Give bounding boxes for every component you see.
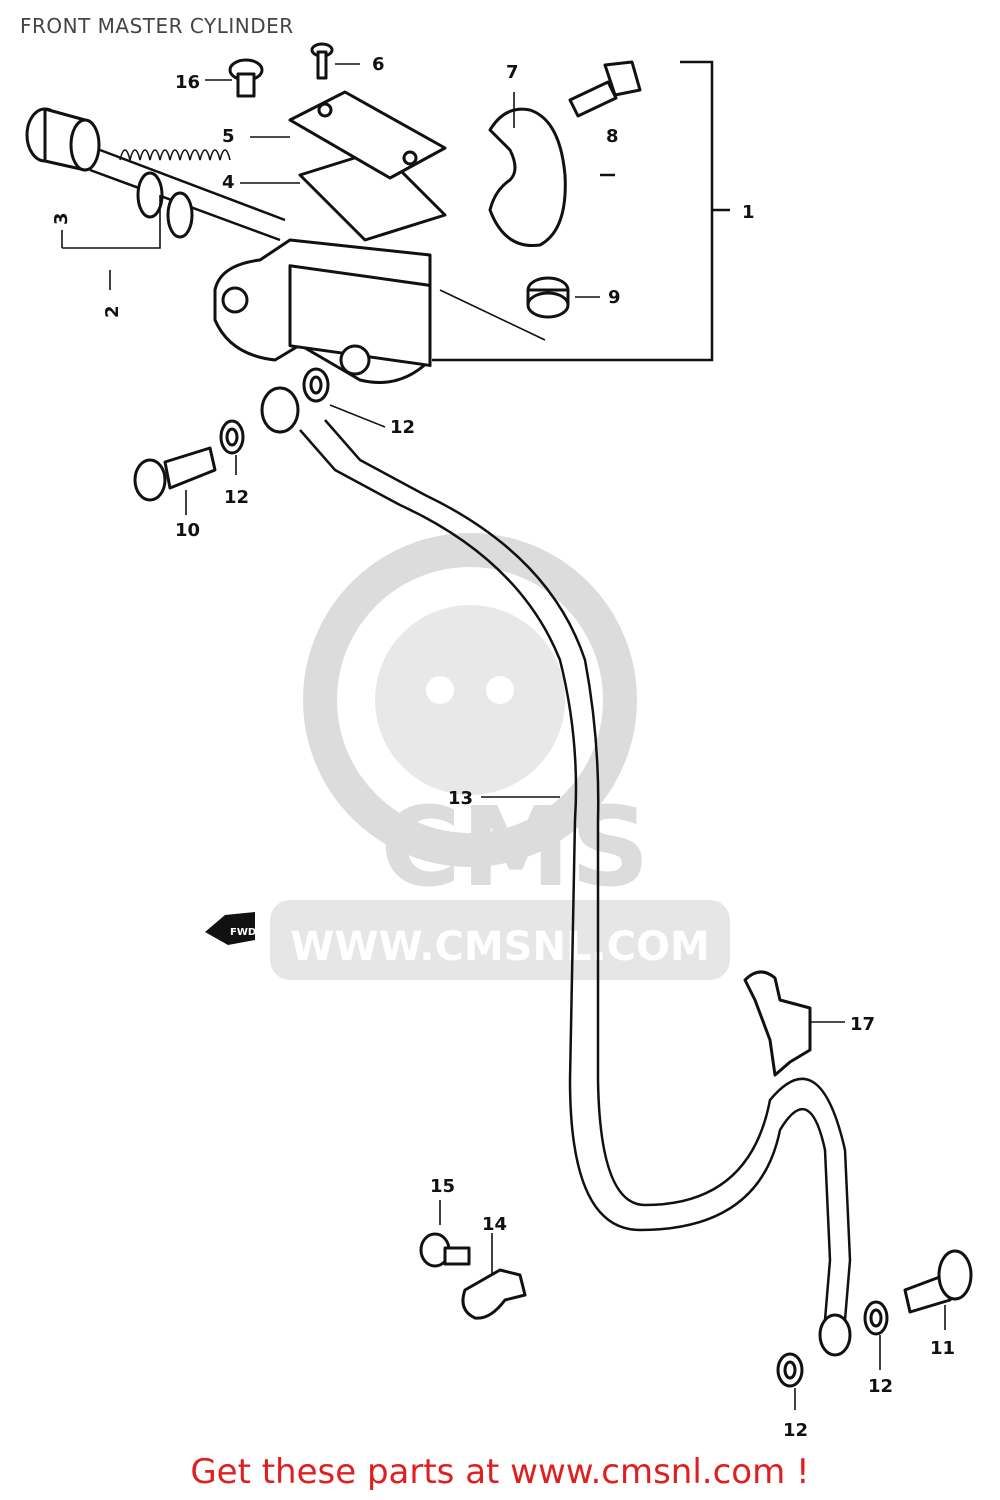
plug-16 — [228, 58, 264, 98]
page-title: FRONT MASTER CYLINDER — [20, 14, 294, 38]
gasket-12-lower-a — [863, 1300, 889, 1336]
watermark-brand: CMS — [380, 783, 649, 911]
gasket-12-lower-b — [776, 1352, 804, 1388]
callout-15: 15 — [430, 1176, 455, 1197]
holder-7 — [488, 107, 567, 248]
piston-assembly — [25, 107, 286, 242]
cap-screw-6 — [310, 42, 334, 80]
reservoir-cap — [288, 90, 447, 180]
callout-5: 5 — [222, 126, 235, 147]
callout-12-b: 12 — [224, 487, 249, 508]
callout-7: 7 — [506, 62, 519, 83]
nut-9 — [526, 276, 570, 319]
leader-lines — [61, 63, 946, 1410]
callout-12-a: 12 — [390, 417, 415, 438]
direction-marker: FWD — [230, 927, 256, 938]
callout-17: 17 — [850, 1014, 875, 1035]
callout-1: 1 — [742, 202, 755, 223]
callout-13: 13 — [448, 788, 473, 809]
callout-14: 14 — [482, 1214, 507, 1235]
watermark: CMS WWW.CMSNL.COM — [270, 533, 730, 980]
watermark-url: WWW.CMSNL.COM — [290, 924, 710, 970]
brake-hose-13 — [260, 386, 852, 1357]
footer-link[interactable]: Get these parts at www.cmsnl.com ! — [190, 1452, 810, 1492]
master-cylinder-body — [213, 238, 432, 384]
clamp-bolt-15 — [419, 1232, 471, 1268]
forward-arrow-icon: FWD — [205, 912, 256, 945]
union-bolt-10 — [133, 446, 217, 502]
callout-11: 11 — [930, 1338, 955, 1359]
union-bolt-11 — [903, 1249, 973, 1314]
holder-bolt-8 — [568, 60, 642, 118]
callout-4: 4 — [222, 172, 235, 193]
clamp-14 — [461, 1268, 527, 1320]
callout-8: 8 — [606, 126, 619, 147]
callout-10: 10 — [175, 520, 200, 541]
bracket-17 — [743, 970, 812, 1077]
callout-2: 2 — [102, 305, 123, 318]
callout-3: 3 — [51, 212, 72, 225]
callout-9: 9 — [608, 287, 621, 308]
callout-12-c: 12 — [868, 1376, 893, 1397]
gasket-12-upper-a — [302, 367, 330, 403]
callout-6: 6 — [372, 54, 385, 75]
callout-16: 16 — [175, 72, 200, 93]
gasket-12-upper-b — [219, 419, 245, 455]
callout-12-d: 12 — [783, 1420, 808, 1441]
